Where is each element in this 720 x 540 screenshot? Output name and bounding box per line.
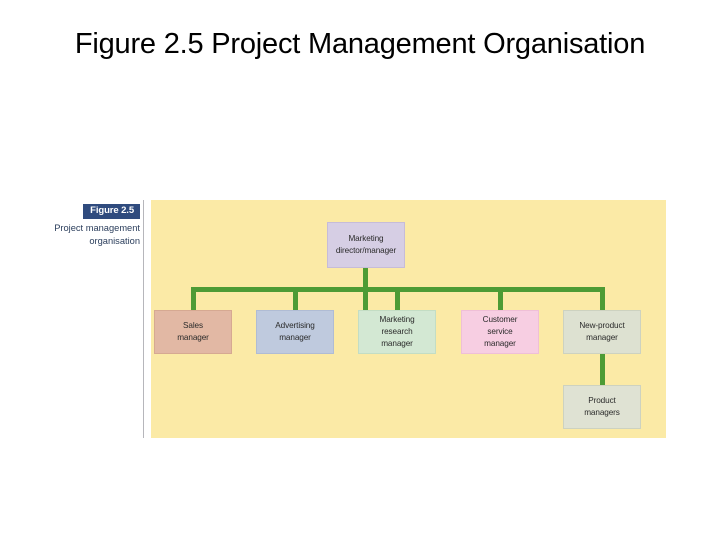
- page-title: Figure 2.5 Project Management Organisati…: [74, 28, 646, 60]
- node-label-line-2: manager: [279, 333, 311, 342]
- figure-caption-block: Figure 2.5 Project management organisati…: [44, 200, 140, 248]
- node-marketing-director[interactable]: Marketing director/manager: [327, 222, 405, 268]
- figure-caption-line-2: organisation: [89, 236, 140, 247]
- org-chart-panel: Marketing director/manager Sales manager…: [151, 200, 666, 438]
- caption-divider: [143, 200, 144, 438]
- connector-drop-marketing-research: [395, 287, 400, 312]
- node-new-product-manager[interactable]: New-product manager: [563, 310, 641, 354]
- node-advertising-manager[interactable]: Advertising manager: [256, 310, 334, 354]
- node-label-line-1: Product: [588, 396, 616, 406]
- node-label-line-1: Sales: [183, 321, 203, 331]
- node-marketing-research-manager[interactable]: Marketing research manager: [358, 310, 436, 354]
- figure-caption-line-1: Project management: [54, 222, 140, 233]
- node-label-line-1: New-product: [579, 321, 625, 331]
- node-label-line-3: manager: [381, 338, 413, 348]
- node-customer-service-manager[interactable]: Customer service manager: [461, 310, 539, 354]
- node-label-line-2: managers: [584, 408, 620, 417]
- node-label-line-2: director/manager: [335, 246, 397, 255]
- connector-drop-customer-service: [498, 287, 503, 312]
- node-label-line-2: service: [487, 327, 513, 337]
- node-label-line-2: manager: [586, 333, 618, 342]
- node-label-line-1: Marketing: [379, 315, 415, 325]
- connector-drop-new-product-manager: [600, 287, 605, 312]
- node-product-managers[interactable]: Product managers: [563, 385, 641, 429]
- node-label-line-1: Advertising: [275, 321, 315, 331]
- connector-drop-advertising-manager: [293, 287, 298, 312]
- node-label-line-2: research: [381, 327, 413, 337]
- node-sales-manager[interactable]: Sales manager: [154, 310, 232, 354]
- connector-drop-sales-manager: [191, 287, 196, 312]
- figure-caption-text: Project management organisation: [44, 222, 140, 248]
- node-label-line-1: Customer: [482, 315, 518, 325]
- figure-number-badge: Figure 2.5: [83, 204, 140, 219]
- node-label-line-3: manager: [484, 338, 516, 348]
- node-label-line-1: Marketing: [348, 234, 384, 244]
- connector-new-product-to-product-managers: [600, 352, 605, 387]
- node-label-line-2: manager: [177, 333, 209, 342]
